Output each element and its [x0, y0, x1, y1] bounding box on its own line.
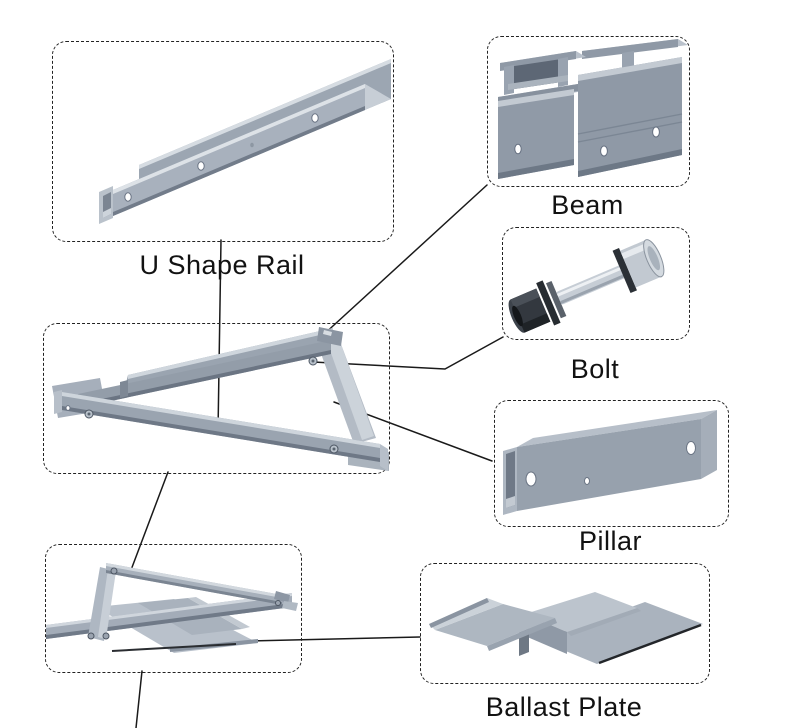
triangle-assembly-box	[43, 323, 390, 474]
folded-assembly-box	[45, 544, 302, 673]
beam-label: Beam	[551, 190, 624, 220]
connector-triangle-to-folded	[130, 471, 169, 571]
connector-triangle-to-bolt	[312, 336, 504, 370]
u-shape-rail-label: U Shape Rail	[139, 250, 305, 280]
connector-beam-to-triangle	[321, 184, 488, 337]
beam-box	[487, 36, 690, 187]
bolt-box	[502, 227, 690, 340]
bolt-label: Bolt	[570, 354, 620, 384]
connector-rail-to-triangle	[217, 239, 222, 433]
beam-image	[498, 39, 688, 179]
bolt-image	[508, 239, 665, 333]
pillar-label: Pillar	[578, 526, 642, 556]
folded-assembly-image	[46, 563, 298, 653]
ballast-plate-box	[420, 563, 710, 684]
u-shape-rail-image	[99, 59, 391, 224]
connector-folded-to-bottom	[135, 670, 143, 728]
pillar-box	[494, 400, 729, 527]
ballast-plate-label: Ballast Plate	[485, 692, 643, 722]
u-shape-rail-box	[52, 41, 394, 242]
pillar-image	[503, 410, 717, 515]
triangle-assembly-image	[52, 327, 389, 471]
ballast-plate-image	[429, 592, 703, 665]
